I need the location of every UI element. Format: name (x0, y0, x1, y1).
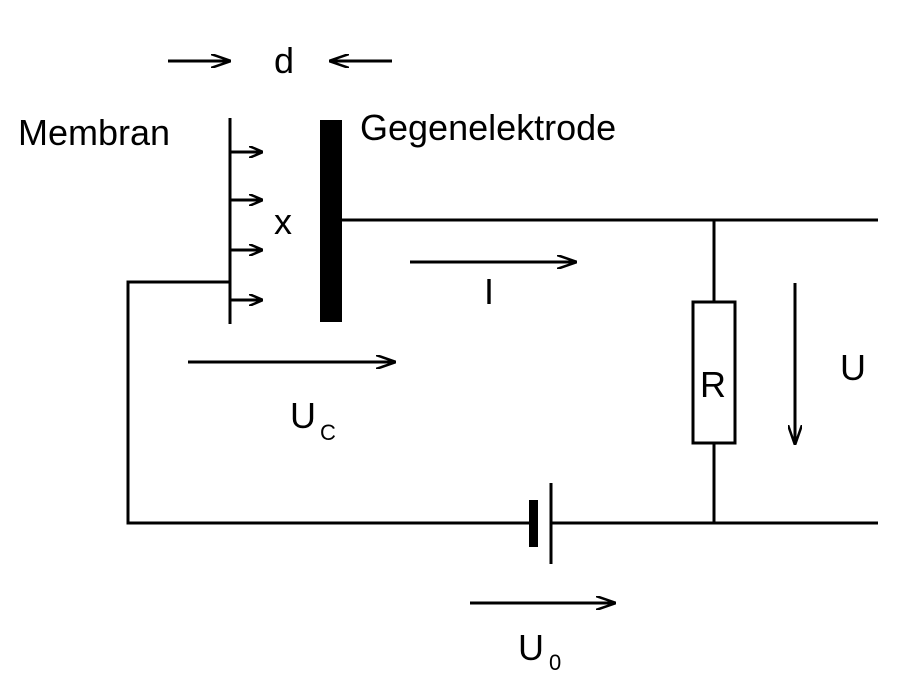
resistor-label: R (700, 364, 726, 405)
source-voltage-label: U (518, 627, 544, 668)
capacitor-voltage-subscript: C (320, 420, 336, 445)
resistor (691, 300, 737, 445)
battery-negative-plate (529, 500, 538, 547)
voltage-label: U (840, 347, 866, 388)
source-voltage-subscript: 0 (549, 650, 561, 675)
left-wire (126, 280, 533, 525)
d-label: d (274, 40, 294, 81)
x-label: x (274, 201, 292, 242)
capacitor-voltage-label: U (290, 395, 316, 436)
counter-electrode-label: Gegenelektrode (360, 107, 616, 148)
current-label: I (484, 271, 494, 312)
membrane-label: Membran (18, 112, 170, 153)
counter-electrode (320, 120, 342, 322)
